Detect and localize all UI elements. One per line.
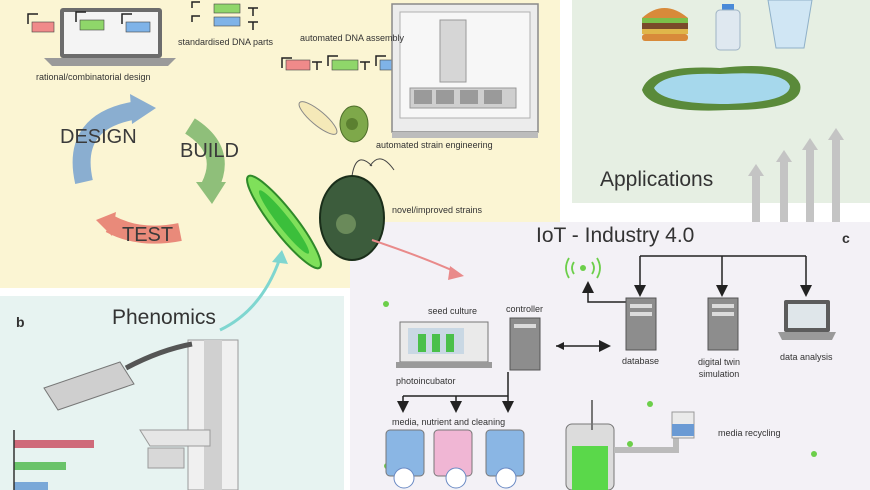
label-media-nutrient-cleaning: media, nutrient and cleaning [392,417,506,427]
media-bottles-icon [385,429,525,489]
panel-b-letter: b [16,314,25,330]
label-database: database [622,356,660,366]
panel-c-letter: c [842,230,850,246]
digital-twin-server-icon [707,297,739,351]
database-server-icon [625,297,657,351]
applications-arrows [748,128,844,222]
label-seed-culture: seed culture [428,306,478,316]
laptop-icon [44,8,176,66]
label-data-analysis: data analysis [780,352,833,362]
label-standardised-dna-parts: standardised DNA parts [178,37,274,47]
diatom-large-icon [246,174,322,270]
phenomics-arrow [219,257,282,332]
cycle-build-label: BUILD [180,140,239,162]
label-automated-strain-engineering: automated strain engineering [376,140,493,150]
green-alga-cell-icon [319,158,395,261]
label-media-recycling: media recycling [718,428,781,438]
applications-title: Applications [600,168,714,191]
design-arrow [72,101,140,184]
water-bottle-icon [715,4,741,51]
phenomics-title: Phenomics [112,306,216,329]
build-arrow [184,118,225,191]
diatom-icon [298,101,338,135]
cup-icon [767,0,813,49]
label-controller: controller [506,304,544,314]
controller-server-icon [509,317,541,371]
label-automated-dna-assembly: automated DNA assembly [300,33,405,43]
standardised-parts-icon [191,1,258,30]
cycle-test-label: TEST [122,224,174,246]
iot-title: IoT - Industry 4.0 [536,224,695,247]
liquid-handler-robot-icon [391,3,539,138]
phenomics-instrument-icon [13,339,239,490]
test-arrow [105,215,182,244]
burger-icon [642,8,688,41]
pond-icon [642,66,801,111]
label-digital-twin: digital twin simulation [698,357,741,379]
label-photoincubator: photoincubator [396,376,456,386]
label-rational-design: rational/combinatorial design [36,72,151,82]
dna-parts-laptop-icon [27,11,151,33]
label-novel-strains: novel/improved strains [392,205,483,215]
strain-to-iot-arrow [371,239,457,273]
bioreactor-icon [565,400,695,490]
data-analysis-laptop-icon [778,300,836,340]
small-algae-cell-icon [339,105,369,143]
cycle-design-label: DESIGN [60,126,137,148]
photoincubator-icon [396,321,492,368]
wifi-antenna-icon [565,257,601,279]
